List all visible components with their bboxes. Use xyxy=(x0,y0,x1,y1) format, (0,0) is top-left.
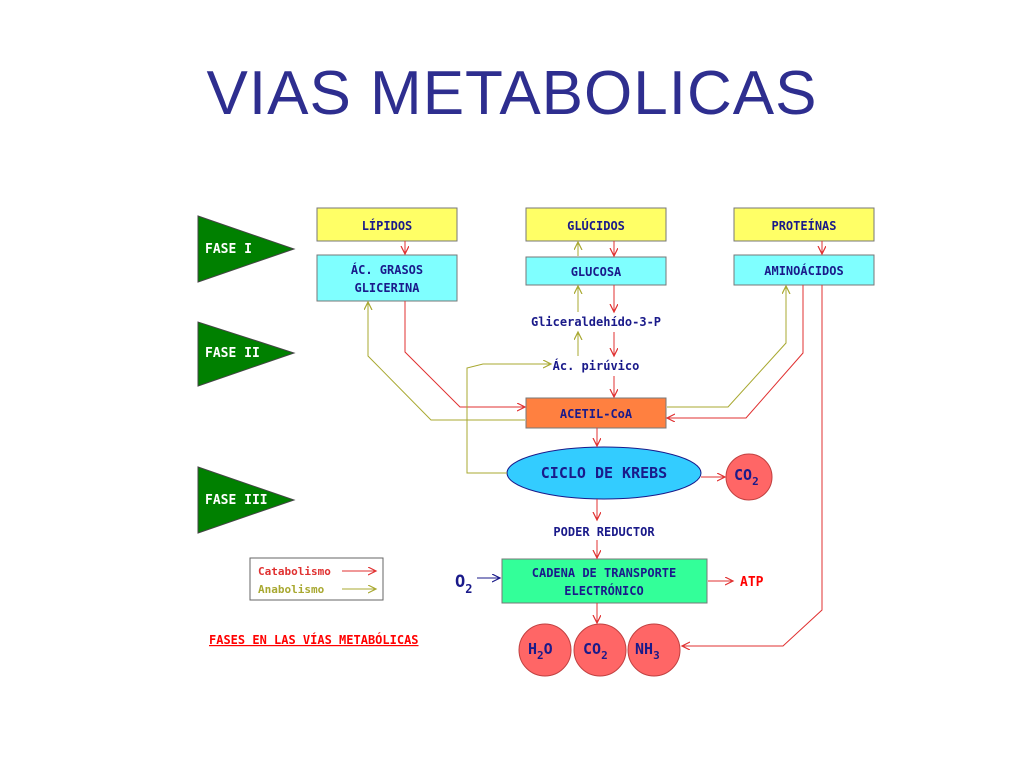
cadena-label-2: ELECTRÓNICO xyxy=(564,583,643,598)
nh3-label: NH3 xyxy=(635,640,660,662)
h2o-circle: H2O xyxy=(518,623,572,677)
cadena-label-1: CADENA DE TRANSPORTE xyxy=(532,566,677,580)
proteinas-box: PROTEÍNAS xyxy=(733,207,875,242)
glucosa-label: GLUCOSA xyxy=(571,265,622,279)
phase-3-label: FASE III xyxy=(205,493,268,508)
cadena-transporte-box: CADENA DE TRANSPORTE ELECTRÓNICO xyxy=(501,558,708,604)
legend-anabolismo: Anabolismo xyxy=(258,583,325,596)
acidos-grasos-box: ÁC. GRASOS GLICERINA xyxy=(316,254,458,302)
aminoacidos-box: AMINOÁCIDOS xyxy=(733,254,875,286)
glucidos-label: GLÚCIDOS xyxy=(567,218,625,233)
glucosa-box: GLUCOSA xyxy=(525,256,667,286)
co2-product-label: CO2 xyxy=(583,640,608,662)
gliceraldehido-label: Gliceraldehído-3-P xyxy=(531,315,661,329)
nh3-circle: NH3 xyxy=(627,623,681,677)
h2o-label: H2O xyxy=(528,640,553,662)
phase-2-label: FASE II xyxy=(205,346,260,361)
catabolic-arrows xyxy=(405,241,822,646)
acetil-coa-box: ACETIL-CoA xyxy=(525,397,667,429)
poder-reductor-label: PODER REDUCTOR xyxy=(553,525,655,539)
page-title: VIAS METABOLICAS xyxy=(206,59,818,128)
o2-label: O2 xyxy=(455,572,472,596)
proteinas-label: PROTEÍNAS xyxy=(771,218,836,233)
phase-1-label: FASE I xyxy=(205,242,252,257)
anabolic-arrows xyxy=(368,242,786,474)
lipidos-label: LÍPIDOS xyxy=(362,218,413,233)
lipidos-box: LÍPIDOS xyxy=(316,207,458,242)
acido-piruvico-label: Ác. pirúvico xyxy=(553,358,640,373)
co2-krebs-label: CO2 xyxy=(734,466,759,488)
glucidos-box: GLÚCIDOS xyxy=(525,207,667,242)
legend: Catabolismo Anabolismo xyxy=(249,557,384,601)
acetil-coa-label: ACETIL-CoA xyxy=(560,407,633,421)
ciclo-krebs: CICLO DE KREBS xyxy=(506,446,702,500)
atp-label: ATP xyxy=(740,575,764,590)
caption: FASES EN LAS VÍAS METABÓLICAS xyxy=(209,632,419,647)
ciclo-krebs-label: CICLO DE KREBS xyxy=(541,464,667,482)
legend-catabolismo: Catabolismo xyxy=(258,565,331,578)
co2-krebs-circle: CO2 xyxy=(725,453,773,501)
glicerina-label: GLICERINA xyxy=(354,281,420,295)
phase-3-arrow: FASE III xyxy=(197,466,296,534)
acidos-grasos-label: ÁC. GRASOS xyxy=(351,262,423,277)
phase-1-arrow: FASE I xyxy=(197,215,296,283)
aminoacidos-label: AMINOÁCIDOS xyxy=(764,263,843,278)
co2-product-circle: CO2 xyxy=(573,623,627,677)
phase-2-arrow: FASE II xyxy=(197,321,296,387)
